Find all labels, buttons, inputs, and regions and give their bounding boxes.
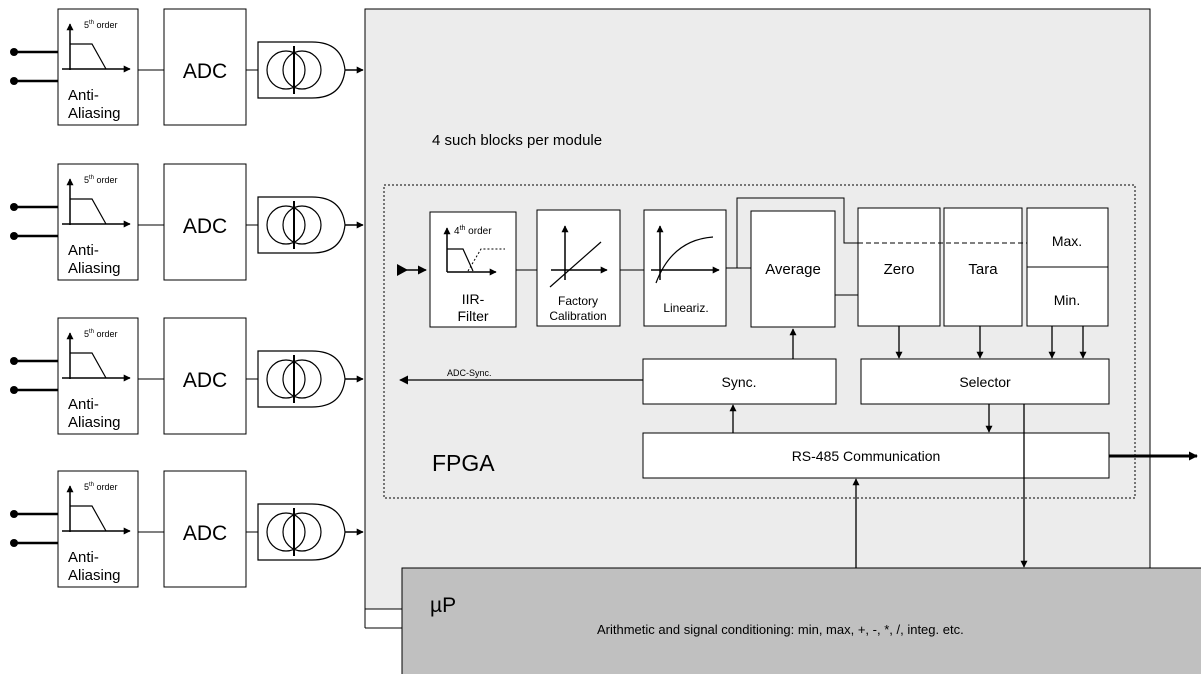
rs485-label: RS-485 Communication [792, 448, 941, 464]
iir-response-curve [447, 248, 474, 272]
isolator-left-circle-icon [266, 50, 306, 90]
isolator-right-circle-icon [282, 359, 322, 399]
aa-label-line2: Aliasing [68, 414, 121, 431]
aa-order-label: 5th order [84, 329, 118, 339]
average-box [750, 210, 836, 328]
isolator-shape [257, 196, 346, 254]
aa-label-line2: Aliasing [68, 260, 121, 277]
zero-label: Zero [884, 261, 915, 278]
up-description: Arithmetic and signal conditioning: min,… [597, 622, 964, 637]
isolator-left-circle-icon [266, 359, 306, 399]
aa-label-line1: Anti- [68, 396, 99, 413]
adc-label: ADC [183, 215, 227, 238]
aa-label-line2: Aliasing [68, 105, 121, 122]
adc-box [163, 163, 247, 281]
sync-label: Sync. [721, 374, 756, 390]
aa-label-line1: Anti- [68, 242, 99, 259]
iir-dotted-curve [467, 248, 505, 272]
isolator-right-circle-icon [282, 512, 322, 552]
aa-lowpass-curve [70, 43, 107, 70]
adc-box [163, 317, 247, 435]
adc-box [163, 470, 247, 588]
aa-label-line1: Anti- [68, 87, 99, 104]
lineariz-label: Lineariz. [663, 301, 708, 315]
tara-box [943, 207, 1023, 327]
aa-order-label: 5th order [84, 175, 118, 185]
module-note: 4 such blocks per module [432, 132, 602, 149]
iir-label-line2: Filter [457, 308, 488, 324]
aa-order-label: 5th order [84, 482, 118, 492]
isolator-shape [257, 503, 346, 561]
aa-lowpass-curve [70, 352, 107, 379]
tara-label: Tara [968, 261, 998, 278]
aa-lowpass-curve [70, 198, 107, 225]
factory-label-line2: Calibration [549, 309, 606, 323]
max-box [1026, 207, 1109, 268]
max-label: Max. [1052, 233, 1082, 249]
iir-label-line1: IIR- [462, 291, 485, 307]
isolator-shape [257, 350, 346, 408]
adc-sync-label: ADC-Sync. [447, 368, 492, 378]
sync-box [642, 358, 837, 405]
up-label: µP [430, 594, 456, 617]
aa-label-line2: Aliasing [68, 567, 121, 584]
fpga-label: FPGA [432, 450, 495, 476]
min-box [1026, 266, 1109, 327]
isolator-right-circle-icon [282, 205, 322, 245]
adc-label: ADC [183, 522, 227, 545]
rs485-box [642, 432, 1110, 479]
up-block [401, 567, 1201, 674]
adc-box [163, 8, 247, 126]
selector-box [860, 358, 1110, 405]
average-label: Average [765, 261, 821, 278]
lineariz-curve [655, 236, 714, 284]
aa-order-label: 5th order [84, 20, 118, 30]
iir-order-label: 4th order [454, 225, 492, 237]
adc-label: ADC [183, 60, 227, 83]
adc-label: ADC [183, 369, 227, 392]
isolator-right-circle-icon [282, 50, 322, 90]
factory-label-line1: Factory [558, 294, 598, 308]
bypass-line [736, 197, 858, 268]
min-label: Min. [1054, 292, 1080, 308]
zero-box [857, 207, 941, 327]
fpga-input-triangle [397, 264, 408, 276]
isolator-left-circle-icon [266, 512, 306, 552]
isolator-shape [257, 41, 346, 99]
isolator-left-circle-icon [266, 205, 306, 245]
selector-label: Selector [959, 374, 1011, 390]
aa-label-line1: Anti- [68, 549, 99, 566]
aa-lowpass-curve [70, 505, 107, 532]
factory-line [549, 241, 602, 288]
